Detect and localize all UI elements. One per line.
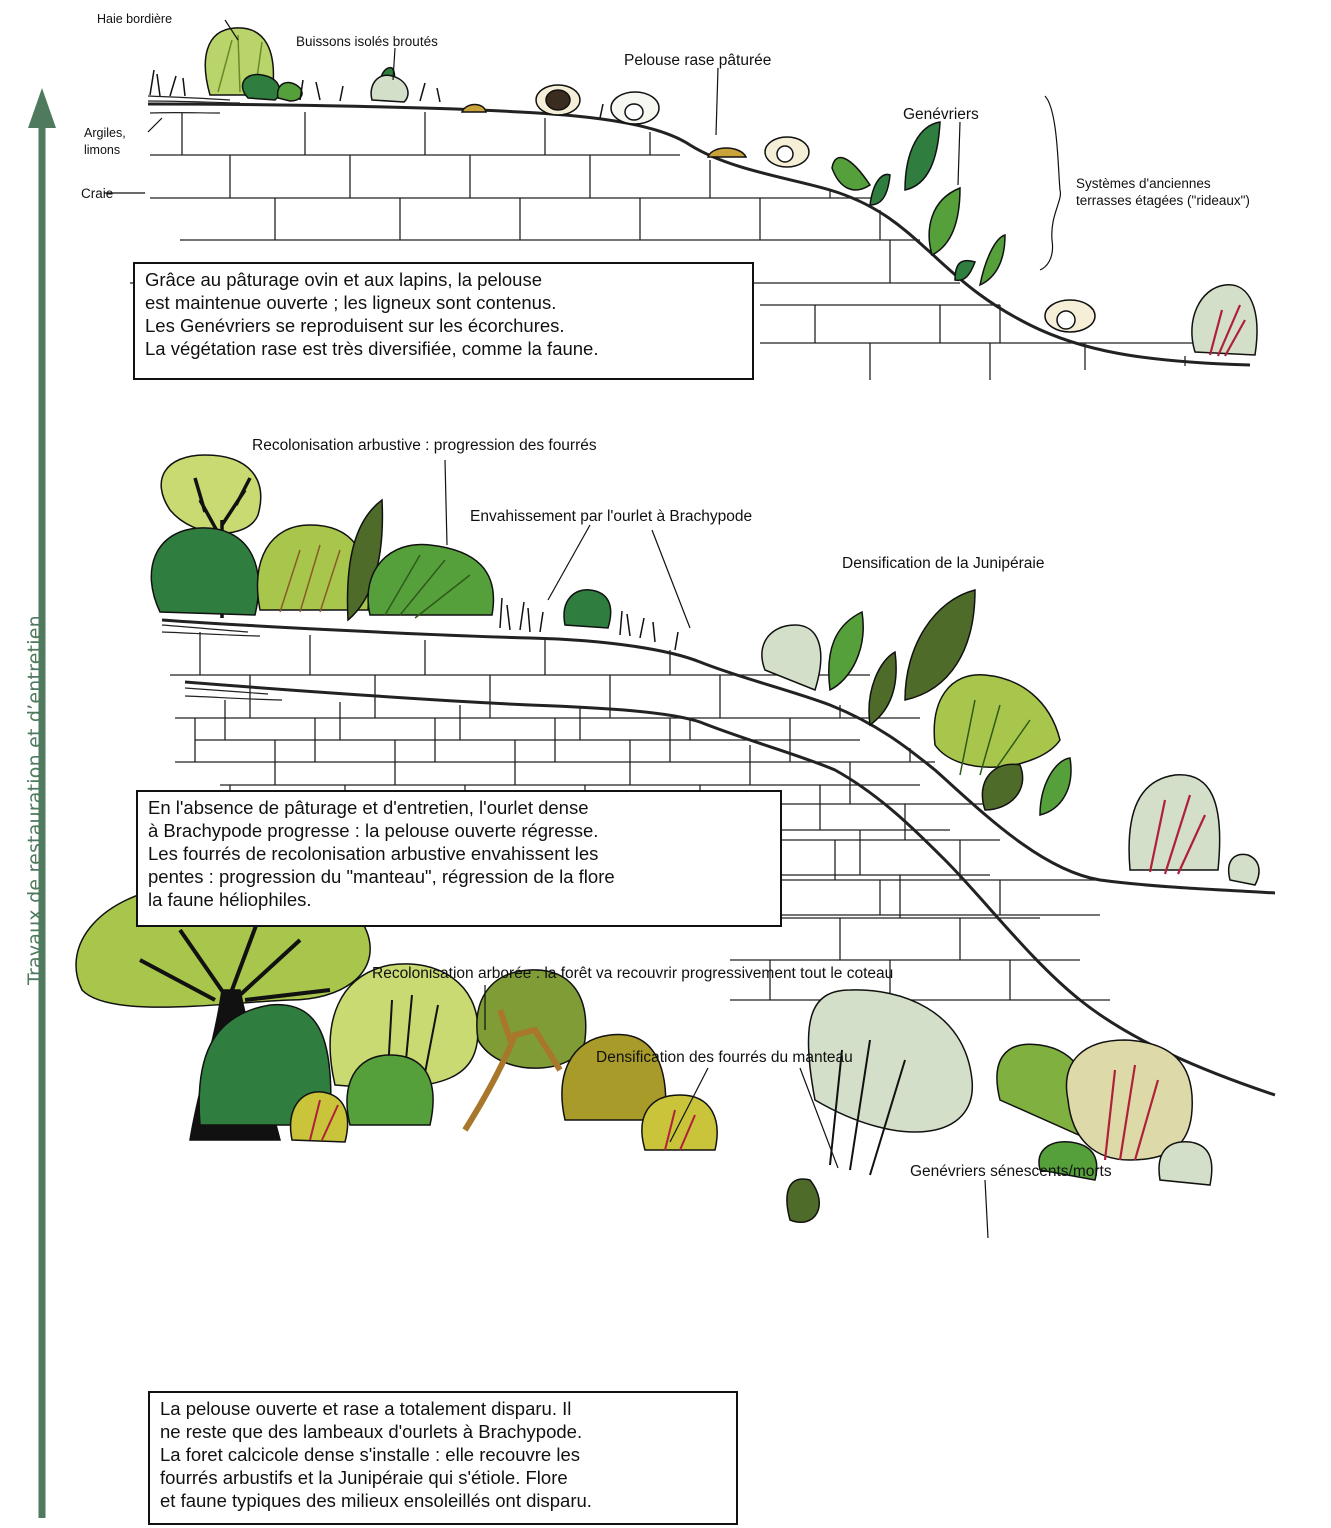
panel2-text-line: En l'absence de pâturage et d'entretien,… xyxy=(148,796,770,819)
label-envahissement: Envahissement par l'ourlet à Brachypode xyxy=(470,508,752,526)
panel3-text-line: fourrés arbustifs et la Junipéraie qui s… xyxy=(160,1466,726,1489)
panel3-text-line: ne reste que des lambeaux d'ourlets à Br… xyxy=(160,1420,726,1443)
label-genevriers-senescents: Genévriers sénescents/morts xyxy=(910,1163,1112,1181)
panel2-textbox: En l'absence de pâturage et d'entretien,… xyxy=(136,790,782,927)
label-craie: Craie xyxy=(81,186,113,201)
panel3-text-line: La foret calcicole dense s'installe : el… xyxy=(160,1443,726,1466)
panel1-text-line: Les Genévriers se reproduisent sur les é… xyxy=(145,314,742,337)
panel3-text-line: La pelouse ouverte et rase a totalement … xyxy=(160,1397,726,1420)
panel1-text-line: La végétation rase est très diversifiée,… xyxy=(145,337,742,360)
panel3-textbox: La pelouse ouverte et rase a totalement … xyxy=(148,1391,738,1525)
axis-label: Travaux de restauration et d’entretien xyxy=(24,615,46,985)
label-systemes-2: terrasses étagées ("rideaux") xyxy=(1076,193,1250,208)
label-densification-manteau: Densification des fourrés du manteau xyxy=(596,1049,853,1067)
label-argiles: Argiles, xyxy=(84,126,126,140)
panel1-text-line: est maintenue ouverte ; les ligneux sont… xyxy=(145,291,742,314)
label-limons: limons xyxy=(84,143,120,157)
label-buissons: Buissons isolés broutés xyxy=(296,34,438,49)
label-recolonisation-arboree: Recolonisation arborée : la forêt va rec… xyxy=(372,965,893,983)
panel3-text-line: et faune typiques des milieux ensoleillé… xyxy=(160,1489,726,1512)
panel2-text-line: Les fourrés de recolonisation arbustive … xyxy=(148,842,770,865)
label-systemes-1: Systèmes d'anciennes xyxy=(1076,176,1211,191)
panel1-text-line: Grâce au pâturage ovin et aux lapins, la… xyxy=(145,268,742,291)
label-haie: Haie bordière xyxy=(97,12,172,26)
panel2-text-line: à Brachypode progresse : la pelouse ouve… xyxy=(148,819,770,842)
label-genevriers: Genévriers xyxy=(903,106,979,124)
label-recolonisation-arbustive: Recolonisation arbustive : progression d… xyxy=(252,437,597,455)
panel2-text-line: pentes : progression du "manteau", régre… xyxy=(148,865,770,888)
label-pelouse: Pelouse rase pâturée xyxy=(624,52,771,70)
panel2-text-line: la faune héliophiles. xyxy=(148,888,770,911)
panel1-textbox: Grâce au pâturage ovin et aux lapins, la… xyxy=(133,262,754,380)
label-densification-juniperaie: Densification de la Junipéraie xyxy=(842,555,1044,573)
